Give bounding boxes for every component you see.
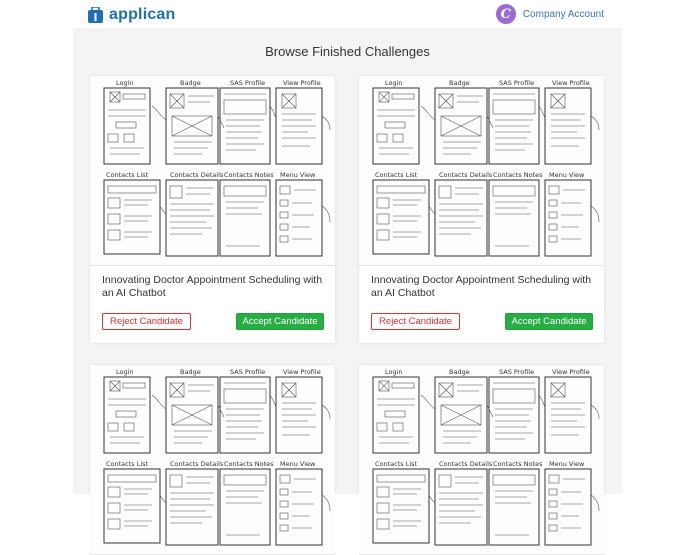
sketch-label: Contacts Notes bbox=[493, 171, 543, 179]
sketch-label: Contacts List bbox=[375, 171, 418, 179]
wireframe-thumbnail[interactable]: Login Badge SAS Profile View Profile Con… bbox=[359, 76, 604, 266]
account-name[interactable]: Company Account bbox=[522, 8, 604, 20]
sketch-label: View Profile bbox=[552, 79, 590, 87]
card-title: Innovating Doctor Appointment Scheduling… bbox=[102, 274, 323, 299]
sketch-label: Badge bbox=[180, 79, 201, 87]
sketch-label: Contacts Notes bbox=[224, 171, 274, 179]
sketch-label: SAS Profile bbox=[499, 79, 534, 87]
sketch-label: Contacts Details bbox=[170, 171, 224, 179]
card-title: Innovating Doctor Appointment Scheduling… bbox=[371, 274, 592, 299]
sketch-label: Menu View bbox=[280, 171, 316, 179]
accept-candidate-button[interactable]: Accept Candidate bbox=[236, 313, 324, 330]
sketch-label: View Profile bbox=[552, 368, 590, 376]
sketch-label: View Profile bbox=[283, 368, 321, 376]
sketch-label: Login bbox=[385, 79, 403, 87]
challenge-card: Login Badge SAS Profile View Profile Con… bbox=[90, 76, 335, 343]
sketch-label: Contacts List bbox=[106, 171, 149, 179]
briefcase-icon bbox=[88, 7, 103, 23]
sketch-label: Login bbox=[116, 79, 134, 87]
wireframe-thumbnail[interactable]: Login Badge SAS Profile View Profile Con… bbox=[359, 365, 604, 555]
account-menu[interactable]: C Company Account bbox=[495, 4, 604, 24]
sketch-label: SAS Profile bbox=[230, 368, 265, 376]
wireframe-thumbnail[interactable]: Login Badge SAS Profile View Profile Con… bbox=[90, 76, 335, 266]
challenge-card: Login Badge SAS Profile View Profile Con… bbox=[359, 76, 604, 343]
sketch-label: Contacts List bbox=[375, 460, 418, 468]
sketch-label: Menu View bbox=[280, 460, 316, 468]
page-title: Browse Finished Challenges bbox=[265, 44, 430, 59]
sketch-label: SAS Profile bbox=[230, 79, 265, 87]
accept-candidate-button[interactable]: Accept Candidate bbox=[505, 313, 593, 330]
sketch-label: Login bbox=[116, 368, 134, 376]
top-bar: applican C Company Account bbox=[0, 0, 695, 28]
brand-logo[interactable]: applican bbox=[88, 5, 176, 25]
sketch-label: Contacts Notes bbox=[493, 460, 543, 468]
challenge-card: Login Badge SAS Profile View Profile Con… bbox=[90, 365, 335, 555]
sketch-label: SAS Profile bbox=[499, 368, 534, 376]
reject-candidate-button[interactable]: Reject Candidate bbox=[102, 313, 191, 330]
brand-name: applican bbox=[109, 6, 176, 23]
sketch-label: Menu View bbox=[549, 171, 585, 179]
sketch-label: Badge bbox=[180, 368, 201, 376]
sketch-label: Login bbox=[385, 368, 403, 376]
sketch-label: Contacts Details bbox=[170, 460, 224, 468]
sketch-label: Badge bbox=[449, 368, 470, 376]
sketch-label: Contacts Notes bbox=[224, 460, 274, 468]
challenge-card: Login Badge SAS Profile View Profile Con… bbox=[359, 365, 604, 555]
avatar: C bbox=[495, 4, 516, 24]
sketch-label: Contacts Details bbox=[439, 460, 493, 468]
sketch-label: Contacts Details bbox=[439, 171, 493, 179]
reject-candidate-button[interactable]: Reject Candidate bbox=[371, 313, 460, 330]
sketch-label: View Profile bbox=[283, 79, 321, 87]
sketch-label: Menu View bbox=[549, 460, 585, 468]
sketch-label: Contacts List bbox=[106, 460, 149, 468]
wireframe-thumbnail[interactable]: Login Badge SAS Profile View Profile Con… bbox=[90, 365, 335, 555]
sketch-label: Badge bbox=[449, 79, 470, 87]
